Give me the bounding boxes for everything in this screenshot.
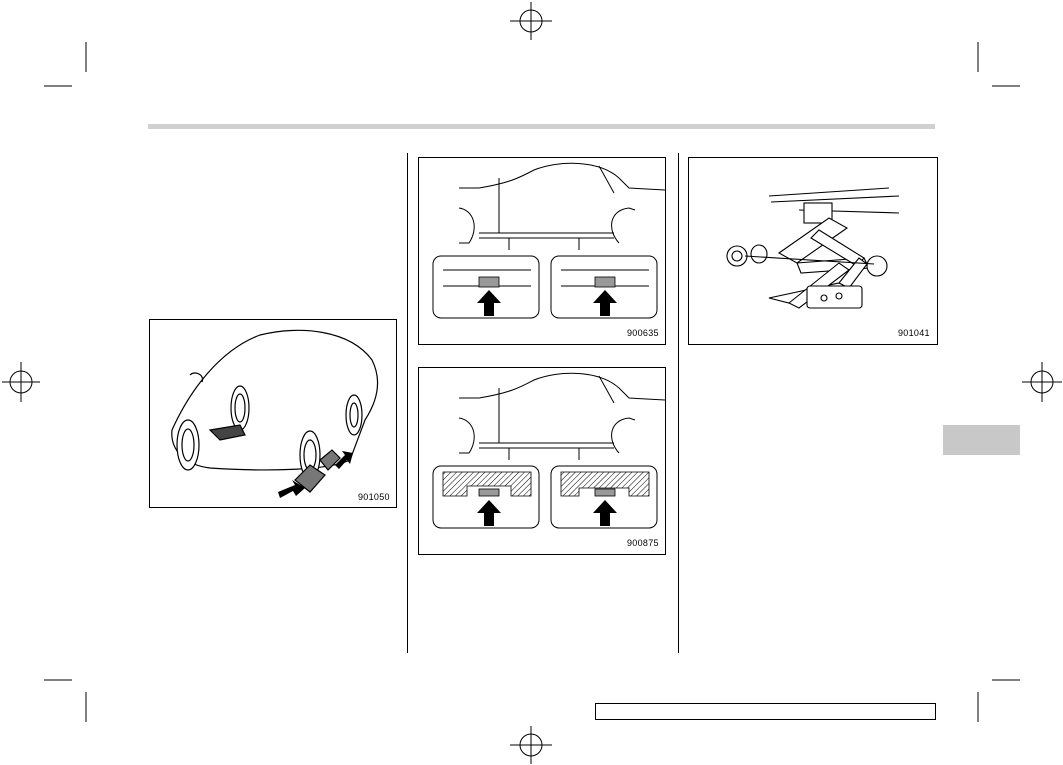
footer-page-box (595, 703, 936, 720)
car-with-wheel-chocks-illustration (171, 329, 379, 498)
figure-code: 900875 (627, 538, 659, 548)
figure-jack-points-hatched: 900875 (418, 367, 666, 555)
figure-code: 901050 (358, 492, 390, 502)
figure-wheel-chocks: 901050 (149, 319, 397, 508)
section-tab (943, 425, 1020, 455)
figure-code: 900635 (627, 328, 659, 338)
scissor-jack-illustration (726, 187, 900, 309)
jack-point-location-illustration (432, 162, 665, 319)
jack-point-location-hatched-illustration (432, 372, 665, 529)
column-rule-left (407, 153, 408, 653)
column-rule-right (678, 153, 679, 653)
header-bar (148, 124, 935, 129)
figure-jack-points-sedan: 900635 (418, 157, 666, 345)
figure-code: 901041 (898, 328, 930, 338)
figure-scissor-jack: 901041 (688, 157, 938, 345)
